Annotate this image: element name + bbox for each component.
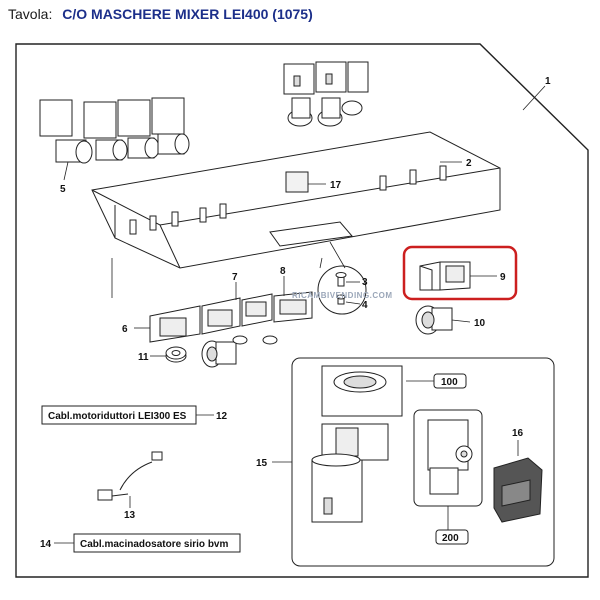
callout-5: 5 (60, 184, 66, 195)
callout-12: 12 (216, 411, 228, 422)
bracket-part-9 (419, 261, 471, 291)
callout-2: 2 (466, 158, 472, 169)
nut-part-11 (165, 346, 187, 363)
callout-11: 11 (138, 352, 149, 363)
callout-box-200 (435, 529, 469, 545)
brackets-row (149, 291, 313, 343)
callout-1: 1 (545, 76, 551, 87)
callout-100: 100 (441, 377, 458, 388)
highlight-box-part-9 (402, 245, 518, 301)
page-title: C/O MASCHERE MIXER LEI400 (1075) (62, 6, 313, 22)
washers (232, 335, 278, 345)
callout-4: 4 (362, 300, 368, 311)
page-header: Tavola: C/O MASCHERE MIXER LEI400 (1075) (8, 6, 313, 22)
callout-7: 7 (232, 272, 238, 283)
callout-3: 3 (362, 277, 368, 288)
callout-14: 14 (40, 539, 52, 550)
callout-13: 13 (124, 510, 136, 521)
callout-200: 200 (442, 533, 459, 544)
callout-6: 6 (122, 324, 128, 335)
sheet-outline (15, 43, 589, 578)
cable-12-label: Cabl.motoriduttori LEI300 ES (48, 411, 187, 422)
cable-14-label: Cabl.macinadosatore sirio bvm (80, 539, 228, 550)
actuator-group-top (283, 61, 369, 127)
actuator-group-left (39, 97, 190, 164)
header-prefix: Tavola: (8, 6, 53, 22)
dosing-unit (427, 419, 473, 495)
callout-10: 10 (474, 318, 486, 329)
grinder-unit (311, 365, 403, 523)
callout-9: 9 (500, 272, 506, 283)
watermark-text: RICAMBIVENDING.COM (292, 291, 393, 300)
callout-16: 16 (512, 428, 524, 439)
callout-15: 15 (256, 458, 268, 469)
motor-lower (201, 340, 237, 368)
motor-part-10 (415, 305, 453, 335)
cover-part-16 (493, 457, 543, 523)
detail-circle (317, 265, 367, 315)
callout-8: 8 (280, 266, 286, 277)
callout-17: 17 (330, 180, 342, 191)
cable-part-13 (97, 451, 163, 501)
